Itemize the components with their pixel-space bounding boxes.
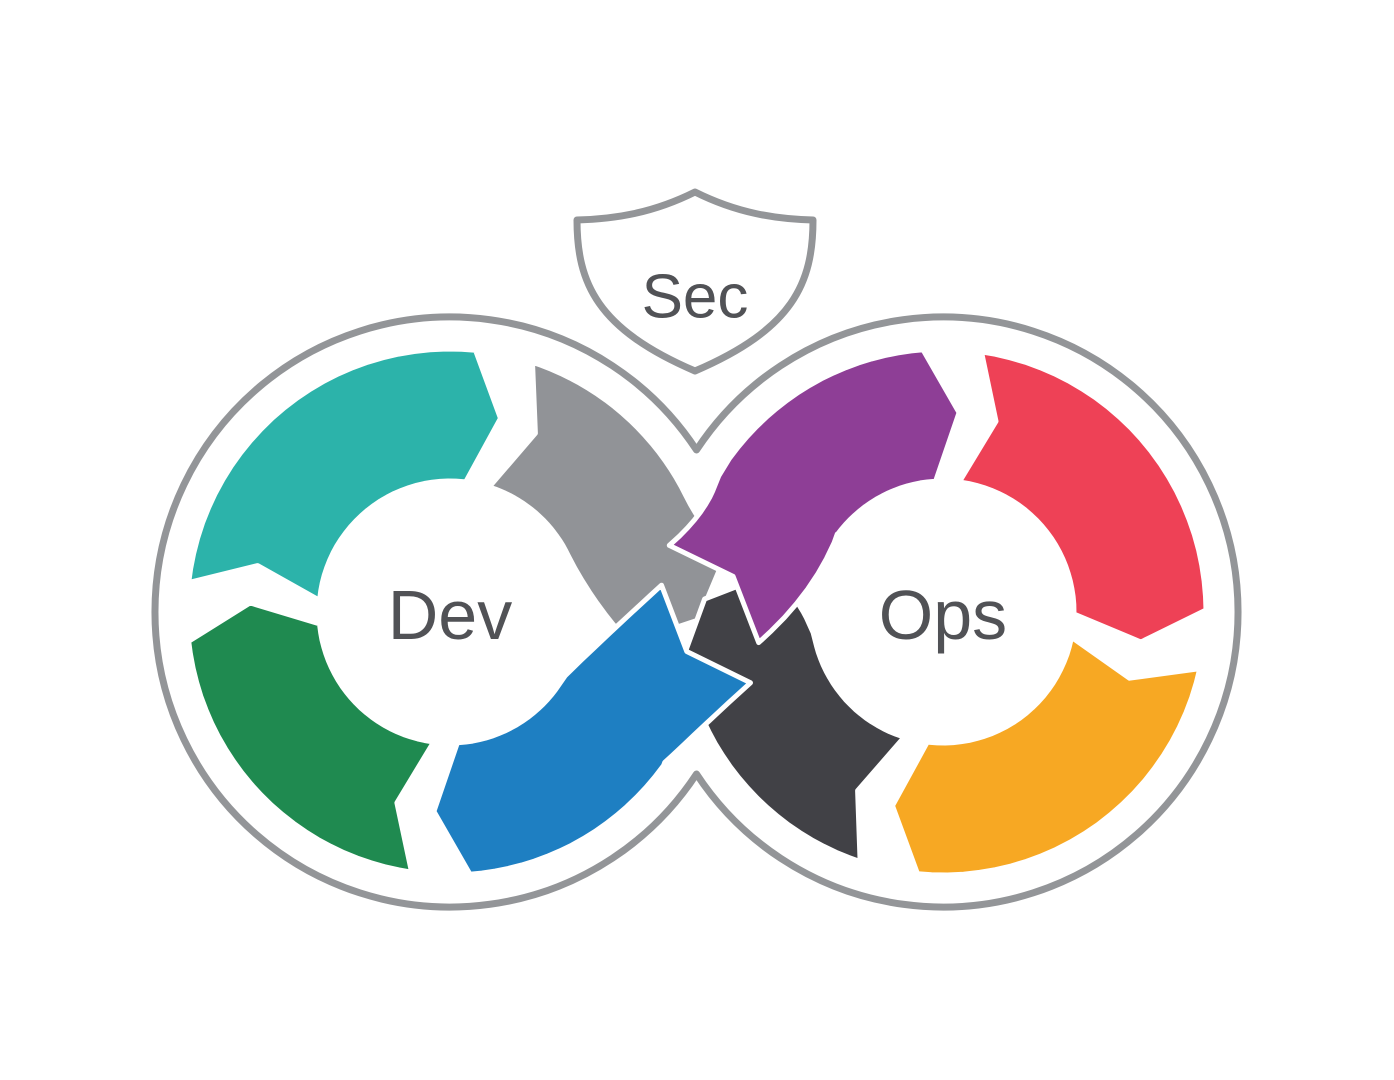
left-top-teal-arrow-segment: [186, 346, 503, 603]
ops-label: Ops: [879, 576, 1007, 654]
left-bottom-green-arrow-segment: [186, 600, 437, 875]
sec-label: Sec: [642, 263, 749, 332]
left-top-right-gray-arrow-segment: [486, 359, 729, 646]
shield-outline: [573, 188, 817, 375]
right-top-left-purple-arrow-segment: [666, 347, 962, 646]
infinity-outline: [151, 313, 1242, 911]
left-bottom-right-blue-arrow-segment: [431, 582, 753, 877]
dev-label: Dev: [388, 576, 512, 654]
arrow-segments-group: [186, 346, 1209, 878]
right-bottom-orange-arrow-segment: [890, 634, 1203, 878]
right-top-red-arrow-segment: [956, 349, 1209, 645]
